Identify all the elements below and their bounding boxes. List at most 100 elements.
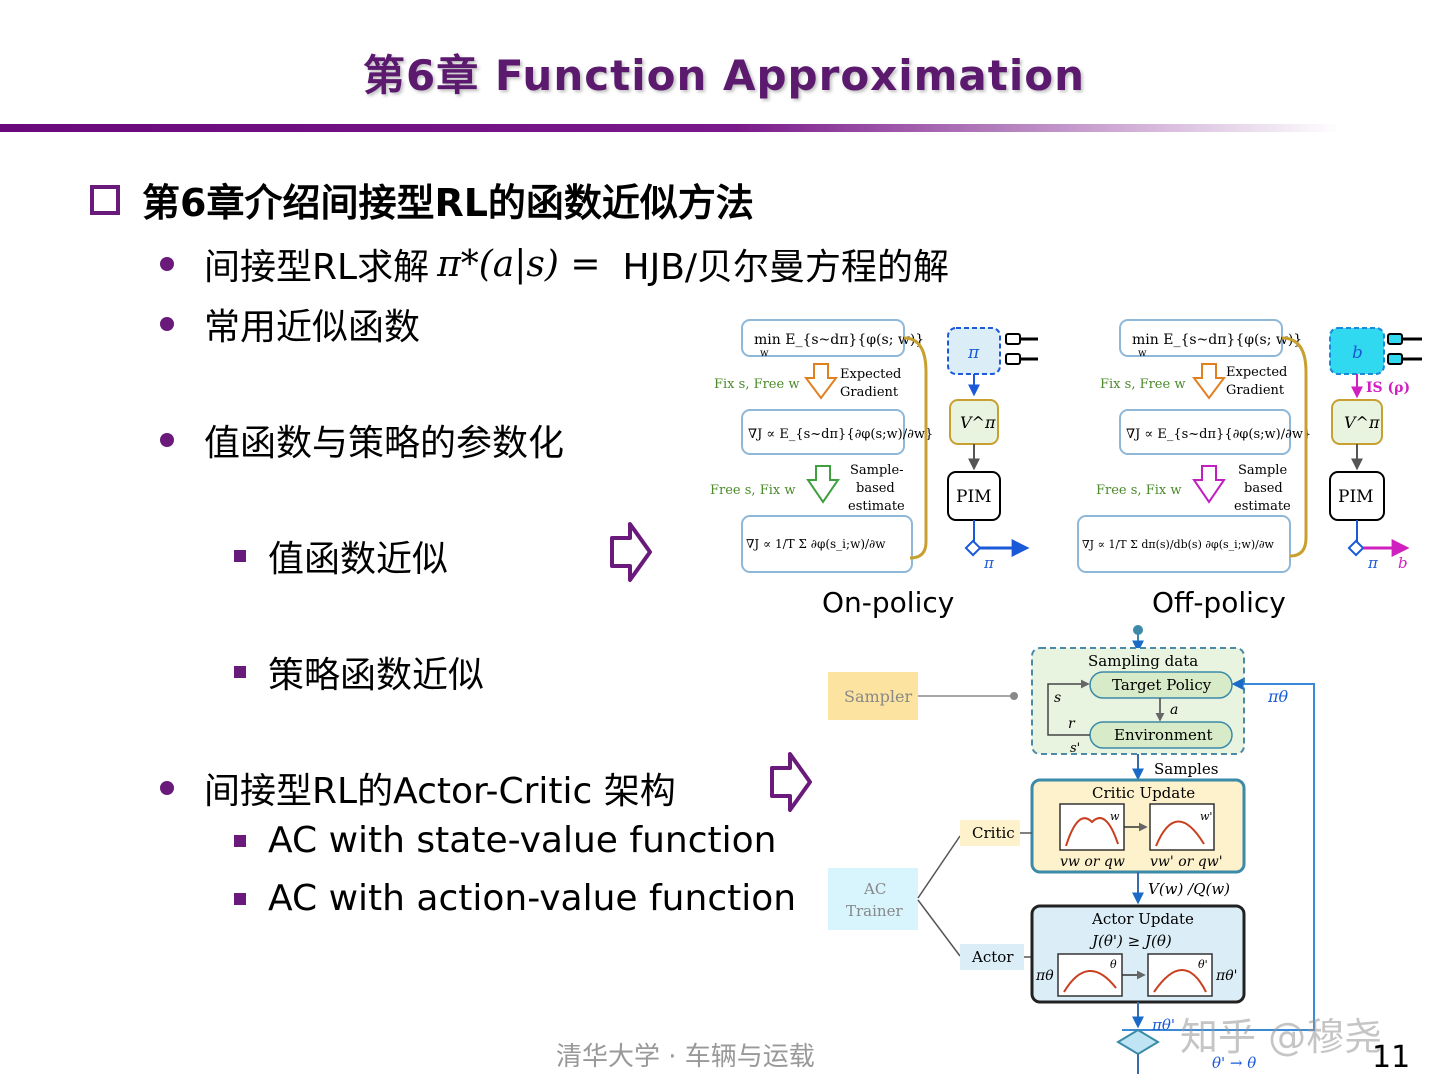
watermark: 知乎 @穆尧 (1180, 1015, 1383, 1059)
critic-left-curve (1065, 817, 1119, 847)
off-based: based (1244, 481, 1283, 496)
off-pi-out: π (1367, 554, 1379, 572)
critic-left-label: vw or qw (1060, 854, 1125, 870)
actor-right-curve (1153, 969, 1207, 993)
bullet-common-functions: 常用近似函数 (160, 298, 420, 350)
title-rule (0, 124, 1340, 132)
dot-bullet-icon (160, 433, 174, 447)
trainer-critic-link (917, 835, 961, 899)
sub-ac-state-text: AC with state-value function (268, 820, 777, 861)
actor-theta: θ (1110, 958, 1117, 971)
square-bullet-icon (234, 550, 246, 562)
footer-institution: 清华大学 · 车辆与运载 (556, 1042, 815, 1072)
on-min-expr: min E_{s~dπ}{φ(s; w)} (754, 332, 924, 348)
square-bullet-icon (234, 892, 246, 905)
hollow-square-bullet-icon (90, 184, 120, 215)
off-policy-diagram: min E_{s~dπ}{φ(s; w)} w Fix s, Free w Ex… (1077, 319, 1422, 573)
off-pim-label: PIM (1338, 487, 1374, 507)
heading: 第6章介绍间接型RL的函数近似方法 (90, 172, 754, 227)
bullet-actor-critic: 间接型RL的Actor-Critic 架构 (160, 762, 676, 814)
ac-diagram: Sampler Sampling data Target Policy a En… (828, 625, 1315, 1074)
on-grad-box (741, 409, 905, 455)
on-fix-free-1: Fix s, Free w (714, 377, 799, 392)
heading-text: 第6章介绍间接型RL的函数近似方法 (142, 181, 754, 225)
off-chain-icon (1387, 353, 1403, 365)
off-diamond-icon (1347, 539, 1365, 557)
off-sum-box (1077, 515, 1291, 573)
reward-label: r (1068, 716, 1076, 732)
ac-trainer-line2: Trainer (846, 902, 903, 920)
bullet-actor-critic-text: 间接型RL的Actor-Critic 架构 (204, 771, 676, 812)
on-min-sub: w (760, 348, 769, 359)
off-b-out: b (1398, 554, 1408, 572)
sub-value-approx: 值函数近似 (234, 530, 448, 582)
sampler-node-icon (1010, 692, 1018, 700)
square-bullet-icon (234, 834, 246, 847)
samples-label: Samples (1154, 760, 1218, 778)
pi-theta-feedback (1122, 678, 1315, 1031)
environment-label: Environment (1114, 726, 1213, 744)
off-expected: Expected (1226, 365, 1287, 380)
on-gradient: Gradient (840, 385, 899, 400)
vq-label: V(w) /Q(w) (1148, 880, 1230, 898)
actor-update-label: Actor Update (1091, 910, 1194, 928)
on-diamond-icon (964, 539, 982, 557)
off-v-label: V^π (1344, 413, 1380, 432)
actor-left-curve (1063, 970, 1117, 993)
off-b-box (1329, 327, 1385, 375)
action-label: a (1170, 702, 1178, 718)
bullet-parameterization-text: 值函数与策略的参数化 (204, 423, 565, 464)
off-is-label: IS (ρ) (1366, 380, 1410, 396)
actor-right-label: πθ' (1215, 968, 1237, 984)
on-chain-icon (1005, 333, 1021, 345)
bullet-hjb-tail: HJB/贝尔曼方程的解 (622, 247, 950, 288)
critic-update-label: Critic Update (1092, 784, 1195, 802)
on-pim-label: PIM (956, 487, 992, 507)
actor-cond-label: J(θ') ≥ J(θ) (1089, 932, 1172, 950)
page-number: 11 (1372, 1040, 1411, 1075)
ac-input-node-icon (1133, 625, 1143, 635)
actor-left-plot (1057, 953, 1123, 997)
hollow-arrow-right-icon (610, 522, 652, 582)
policy-diagrams: min E_{s~dπ}{φ(s; w)} w Fix s, Free w Ex… (710, 319, 1422, 573)
on-gold-connector (903, 336, 928, 560)
actor-tag (960, 944, 1024, 970)
actor-tag-label: Actor (971, 948, 1014, 966)
on-sum-box (741, 515, 913, 573)
critic-tag (960, 820, 1020, 846)
bullet-common-functions-text: 常用近似函数 (204, 307, 421, 348)
critic-w: w (1110, 810, 1120, 823)
off-min-expr: min E_{s~dπ}{φ(s; w)} (1132, 332, 1302, 348)
off-orange-down-arrow-icon (1192, 363, 1226, 400)
pi-theta-out-label: πθ' (1151, 1016, 1175, 1034)
critic-w-prime: w' (1200, 810, 1212, 823)
title-bar: 第6章 Function Approximation (0, 0, 1448, 132)
off-estimate: estimate (1234, 499, 1291, 514)
off-magenta-down-arrow-icon (1192, 465, 1226, 504)
theta-map-label: θ' → θ (1212, 1054, 1256, 1072)
on-policy-diagram: min E_{s~dπ}{φ(s; w)} w Fix s, Free w Ex… (710, 319, 1038, 573)
off-grad-expr: ∇J ∝ E_{s~dπ}{∂φ(s;w)/∂w} (1126, 427, 1311, 442)
on-sum-expr: ∇J ∝ 1/T Σ ∂φ(s_i;w)/∂w (746, 537, 886, 551)
ac-trainer-line1: AC (863, 880, 886, 898)
state-label: s (1054, 690, 1061, 706)
off-chain-icon (1387, 333, 1403, 345)
on-estimate: estimate (848, 499, 905, 514)
on-based: based (856, 481, 895, 496)
off-gradient: Gradient (1226, 383, 1285, 398)
sub-ac-action: AC with action-value function (234, 878, 796, 919)
actor-theta-prime: θ' (1198, 958, 1208, 971)
sub-policy-approx-text: 策略函数近似 (268, 655, 485, 696)
on-orange-down-arrow-icon (804, 363, 838, 400)
on-v-label: V^π (960, 413, 996, 432)
off-fix-free-2: Free s, Fix w (1096, 483, 1181, 498)
bullet-hjb: 间接型RL求解 π*(a|s) = HJB/贝尔曼方程的解 (160, 238, 949, 290)
on-green-down-arrow-icon (806, 465, 840, 504)
dot-bullet-icon (160, 781, 174, 795)
ac-trainer-box (828, 868, 918, 930)
actor-left-label: πθ (1035, 968, 1054, 984)
critic-right-curve (1155, 820, 1205, 847)
sampler-box (828, 672, 918, 720)
dot-bullet-icon (160, 257, 174, 271)
hollow-arrow-right-icon (770, 752, 812, 812)
